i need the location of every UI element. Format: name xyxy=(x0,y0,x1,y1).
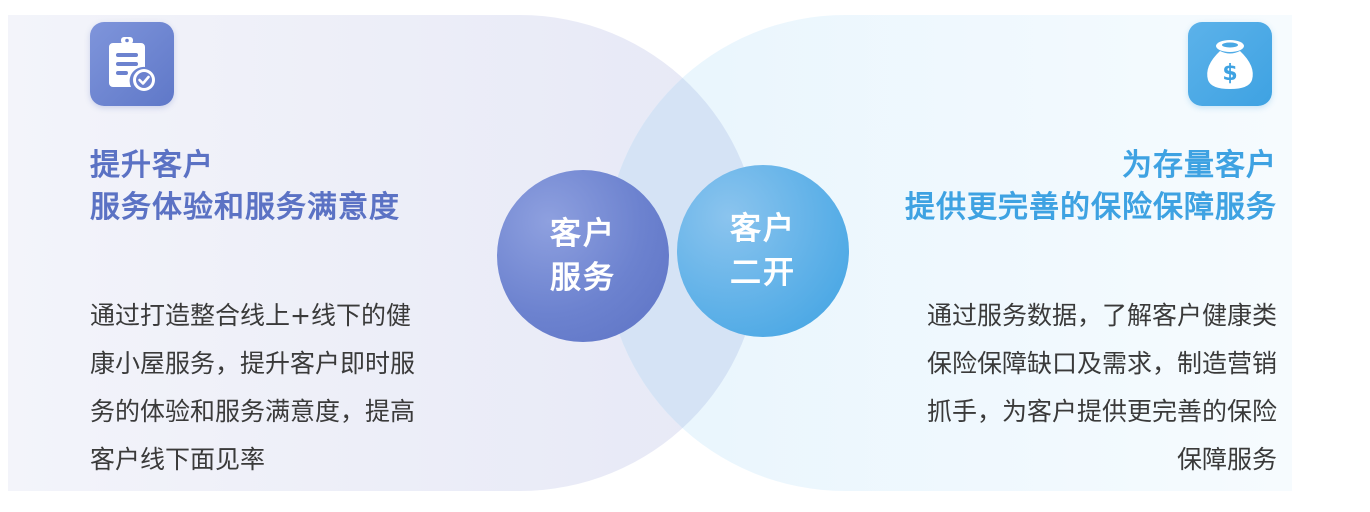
right-body-line-2: 保险保障缺口及需求，制造营销 xyxy=(926,349,1277,378)
right-body-line-4: 保障服务 xyxy=(1176,445,1277,474)
right-panel-shape xyxy=(605,15,1292,491)
left-body-line-2: 康小屋服务，提升客户即时服 xyxy=(90,349,416,378)
right-description: 通过服务数据，了解客户健康类 保险保障缺口及需求，制造营销 抓手，为客户提供更完… xyxy=(867,292,1277,484)
circle-left-line-1: 客户 xyxy=(550,216,616,252)
clipboard-check-icon xyxy=(109,37,155,91)
circle-right-line-2: 二开 xyxy=(730,255,796,291)
left-panel-shape xyxy=(8,15,760,491)
left-title: 提升客户 服务体验和服务满意度 xyxy=(90,145,400,229)
money-bag-icon-tile: $ xyxy=(1188,22,1272,106)
circle-customer-development: 客户 二开 xyxy=(677,165,849,337)
left-body-line-3: 务的体验和服务满意度，提高 xyxy=(90,397,416,426)
circle-right-line-1: 客户 xyxy=(730,211,796,247)
right-body-line-3: 抓手，为客户提供更完善的保险 xyxy=(926,397,1277,426)
circle-left-line-2: 服务 xyxy=(550,260,616,296)
right-title: 为存量客户 提供更完善的保险保障服务 xyxy=(905,145,1277,229)
left-title-line-1: 提升客户 xyxy=(90,148,214,183)
clipboard-check-icon-tile xyxy=(90,22,174,106)
left-description: 通过打造整合线上+线下的健 康小屋服务，提升客户即时服 务的体验和服务满意度，提… xyxy=(90,292,475,484)
dollar-sign: $ xyxy=(1222,61,1237,86)
circle-customer-service: 客户 服务 xyxy=(497,170,669,342)
right-title-line-2: 提供更完善的保险保障服务 xyxy=(905,190,1277,225)
money-bag-icon: $ xyxy=(1207,40,1253,89)
left-title-line-2: 服务体验和服务满意度 xyxy=(90,190,400,225)
left-body-line-1: 通过打造整合线上+线下的健 xyxy=(90,301,411,330)
left-body-line-4: 客户线下面见率 xyxy=(90,445,266,474)
right-title-line-1: 为存量客户 xyxy=(1122,148,1277,183)
right-body-line-1: 通过服务数据，了解客户健康类 xyxy=(926,301,1277,330)
